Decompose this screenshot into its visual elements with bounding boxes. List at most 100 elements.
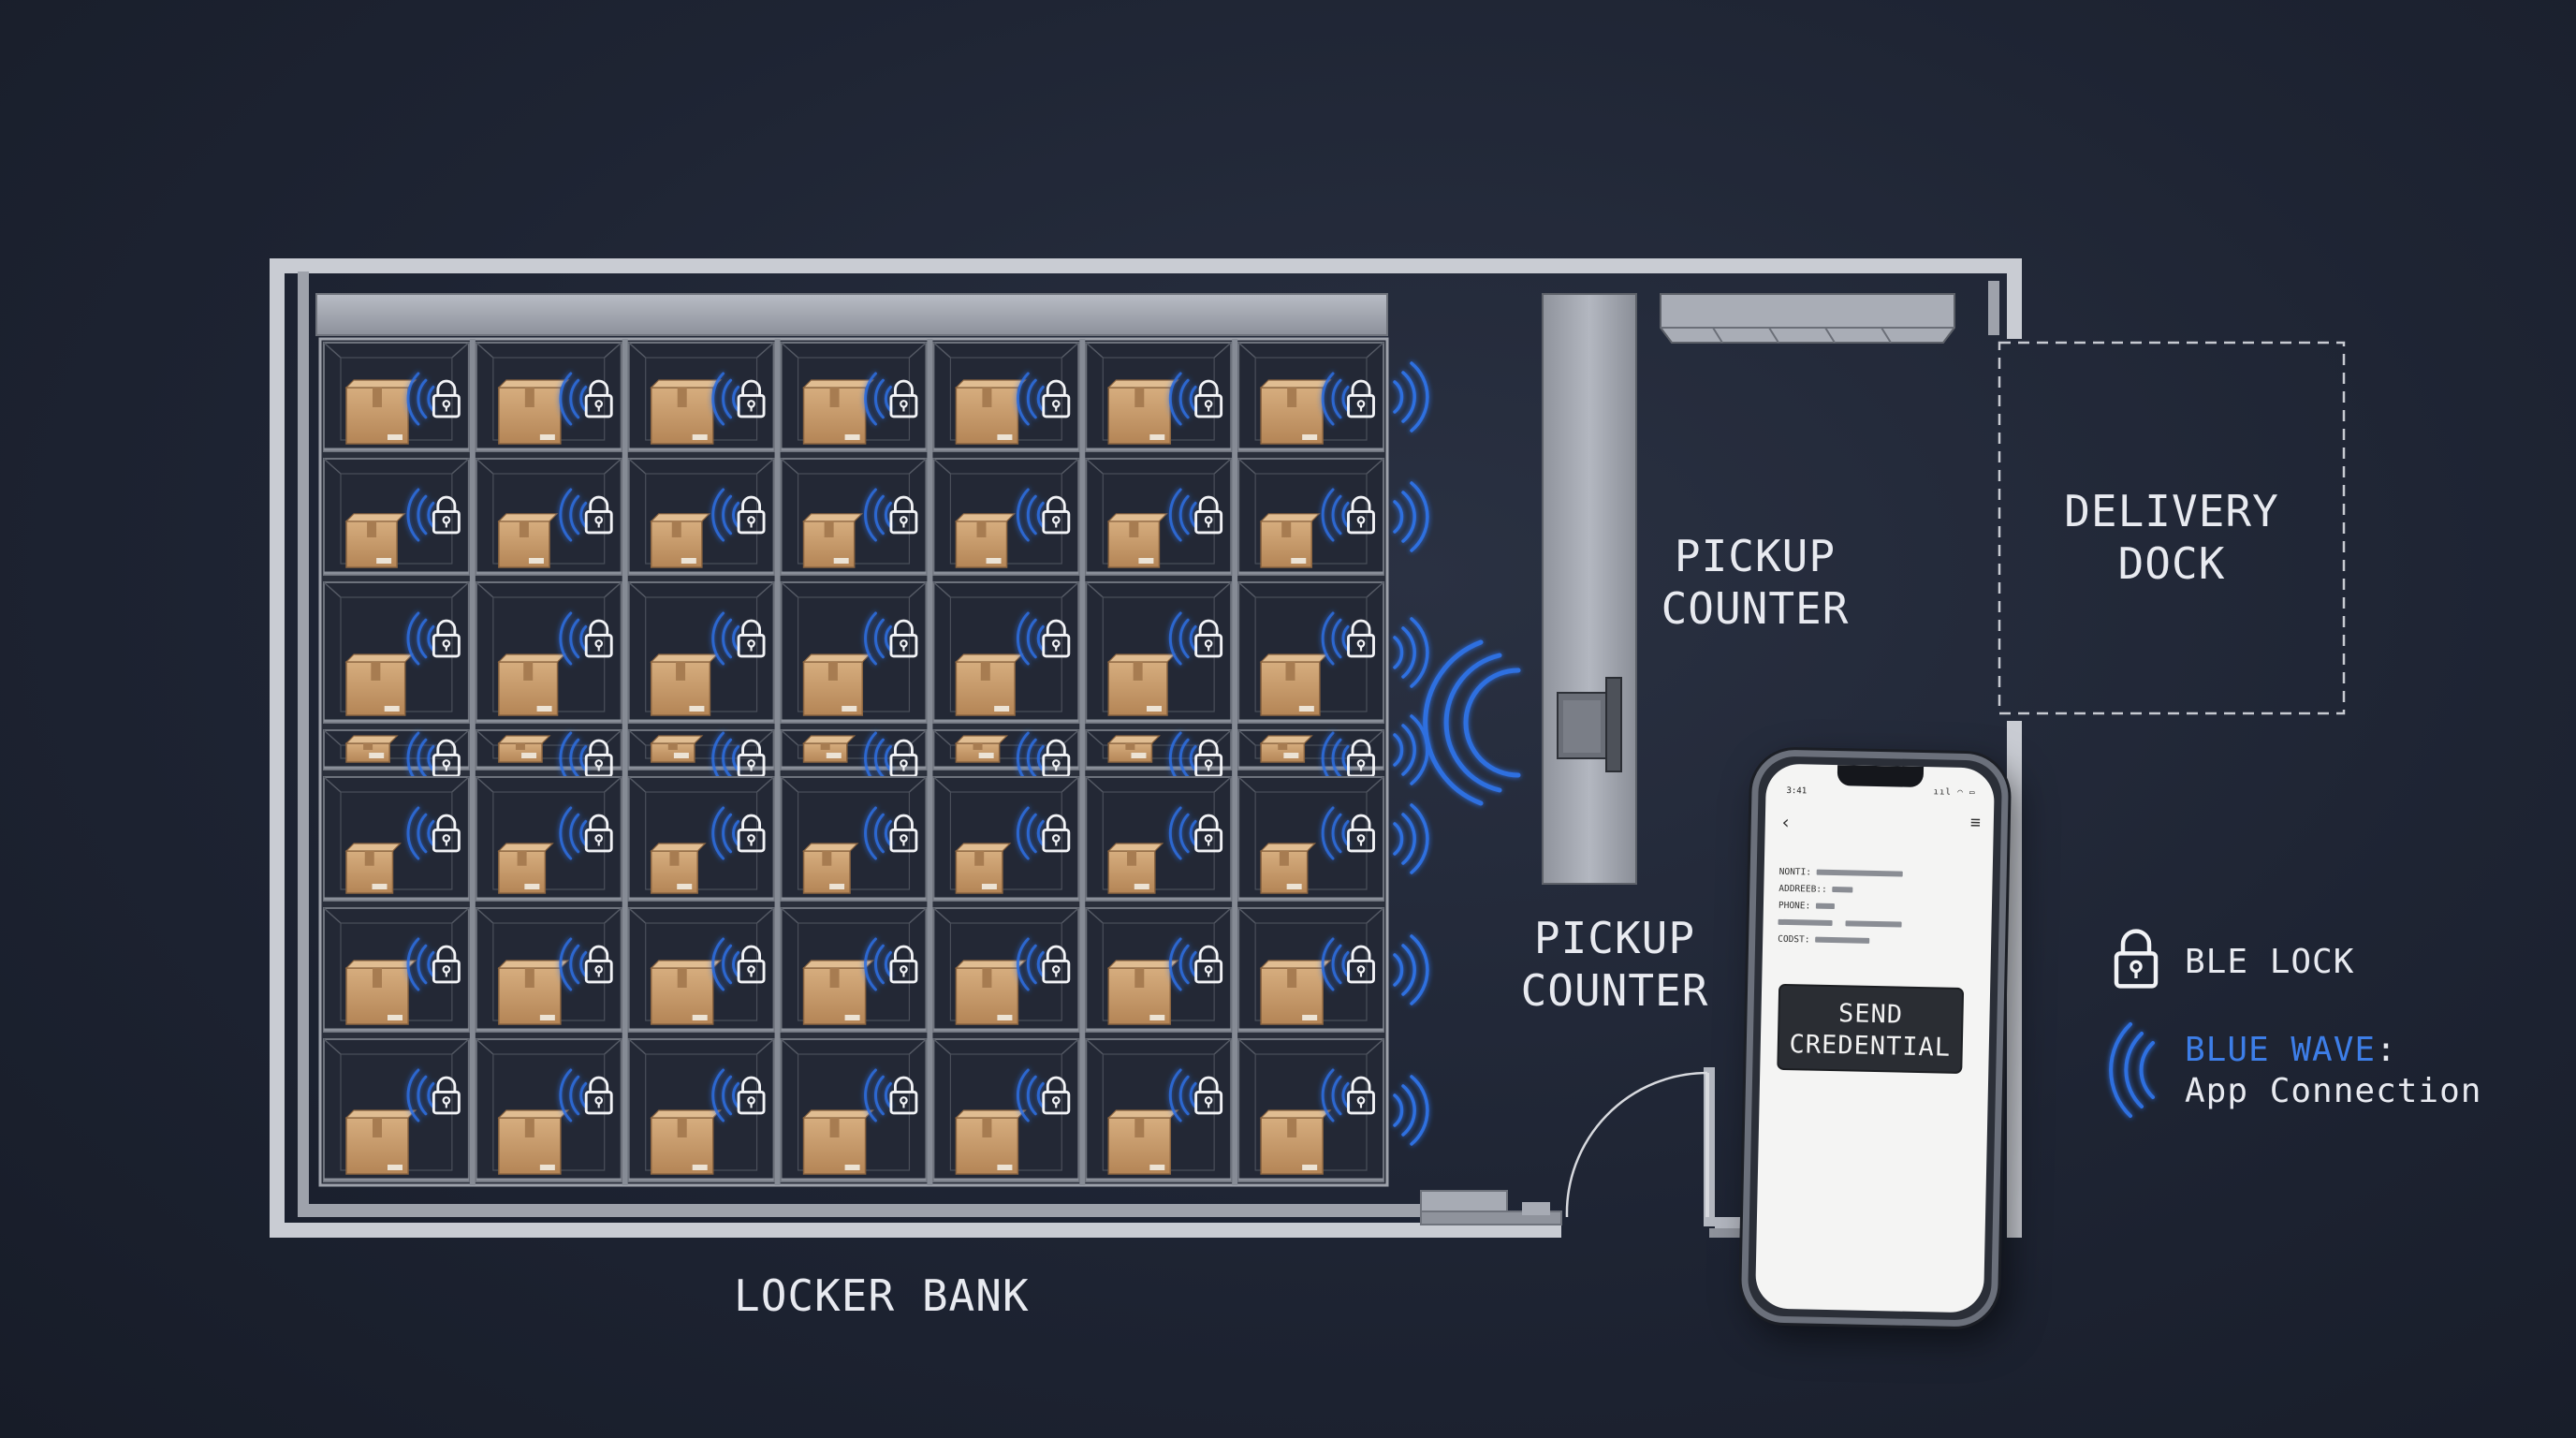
locker-divider [1079, 339, 1086, 1185]
wave-icon [1321, 1068, 1350, 1123]
locker-compartment [475, 729, 622, 785]
locker-compartment [932, 776, 1080, 902]
locker-compartment [475, 342, 622, 452]
locker-compartment [780, 342, 928, 452]
locker-compartment [780, 729, 928, 785]
wave-icon [864, 937, 892, 991]
locker-compartment [932, 907, 1080, 1033]
wave-icon [406, 937, 435, 991]
locker-compartment [1085, 729, 1233, 785]
field-value-redacted [1815, 936, 1870, 944]
locker-compartment [475, 581, 622, 724]
menu-icon[interactable]: ≡ [1969, 813, 1982, 833]
parcel-box [954, 735, 1009, 763]
wave-icon [406, 1068, 435, 1123]
wave-icon [1321, 611, 1350, 666]
parcel-box [1106, 960, 1179, 1025]
parcel-box [954, 653, 1024, 716]
wave-icon [559, 488, 588, 542]
locker-compartment [627, 1038, 775, 1182]
locker-compartment [1085, 458, 1233, 576]
locker-compartment [780, 581, 928, 724]
wave-icon [711, 488, 740, 542]
locker-compartment [475, 1038, 622, 1182]
back-arrow-icon[interactable]: ‹ [1779, 810, 1793, 834]
legend-blue-wave-colon: : [2376, 1031, 2397, 1069]
locker-compartment [627, 776, 775, 902]
wave-icon [1016, 611, 1045, 666]
pickup-counter-upper-line2: COUNTER [1661, 583, 1850, 635]
locker-compartment [323, 907, 470, 1033]
locker-compartment [323, 581, 470, 724]
wave-icon [406, 806, 435, 860]
wave-icon [1016, 1068, 1045, 1123]
locker-compartment [475, 776, 622, 902]
locker-compartment [323, 458, 470, 576]
parcel-box [1259, 379, 1332, 445]
parcel-box [1106, 735, 1161, 763]
wave-icon [1393, 803, 1429, 874]
parcel-box [1259, 735, 1313, 763]
legend-ble-lock-label: BLE LOCK [2185, 943, 2355, 981]
wave-icon [1168, 937, 1197, 991]
pickup-counter-upper-line1: PICKUP [1674, 531, 1837, 581]
parcel-box [344, 379, 417, 445]
delivery-dock-line1: DELIVERY [2064, 486, 2279, 536]
locker-compartment [627, 581, 775, 724]
wave-icon [1321, 488, 1350, 542]
field-value-redacted [1816, 869, 1904, 877]
locker-bank-label: LOCKER BANK [734, 1270, 1030, 1321]
locker-compartment [932, 458, 1080, 576]
wave-icon [1016, 937, 1045, 991]
wave-icon [864, 1068, 892, 1123]
delivery-dock-label: DELIVERY DOCK [2059, 485, 2284, 590]
locker-divider [469, 339, 476, 1185]
locker-compartment [627, 458, 775, 576]
parcel-box [650, 513, 711, 568]
locker-compartment [780, 776, 928, 902]
parcel-box [1106, 843, 1164, 894]
parcel-box [344, 843, 402, 894]
parcel-box [344, 960, 417, 1025]
parcel-box [802, 960, 875, 1025]
parcel-box [344, 735, 399, 763]
parcel-box [1106, 513, 1168, 568]
field-key: ADDREEB:: [1778, 883, 1827, 895]
pickup-counter-lower-line1: PICKUP [1533, 913, 1696, 963]
wave-icon [1321, 806, 1350, 860]
locker-compartment [780, 907, 928, 1033]
locker-compartment [1237, 776, 1384, 902]
legend-lock-icon [2116, 932, 2156, 987]
wave-icon [1321, 372, 1350, 426]
wave-icon [1016, 372, 1045, 426]
parcel-box [344, 513, 406, 568]
parcel-box [650, 379, 723, 445]
locker-compartment [323, 1038, 470, 1182]
delivery-dock-zone [1998, 341, 2346, 715]
parcel-box [1106, 1109, 1179, 1175]
field-value-redacted [1778, 918, 1833, 927]
parcel-box [802, 653, 871, 716]
wave-icon [406, 488, 435, 542]
wave-icon [864, 372, 892, 426]
wave-icon [1016, 806, 1045, 860]
locker-divider [1232, 339, 1238, 1185]
pickup-counter-lower-line2: COUNTER [1520, 965, 1709, 1017]
locker-bank-waves [1393, 361, 1429, 1146]
wave-icon [711, 611, 740, 666]
wave-icon [1393, 617, 1429, 688]
parcel-box [650, 653, 719, 716]
parcel-box [802, 379, 875, 445]
counter-wave [1423, 639, 1521, 806]
delivery-shelf [1660, 293, 1955, 344]
parcel-box [1259, 1109, 1332, 1175]
locker-compartment [932, 729, 1080, 785]
parcel-box [497, 653, 567, 716]
field-value-redacted [1832, 887, 1853, 893]
wave-icon [864, 806, 892, 860]
parcel-box [954, 513, 1016, 568]
wave-icon [1168, 1068, 1197, 1123]
locker-compartment [1085, 1038, 1233, 1182]
parcel-box [650, 735, 704, 763]
